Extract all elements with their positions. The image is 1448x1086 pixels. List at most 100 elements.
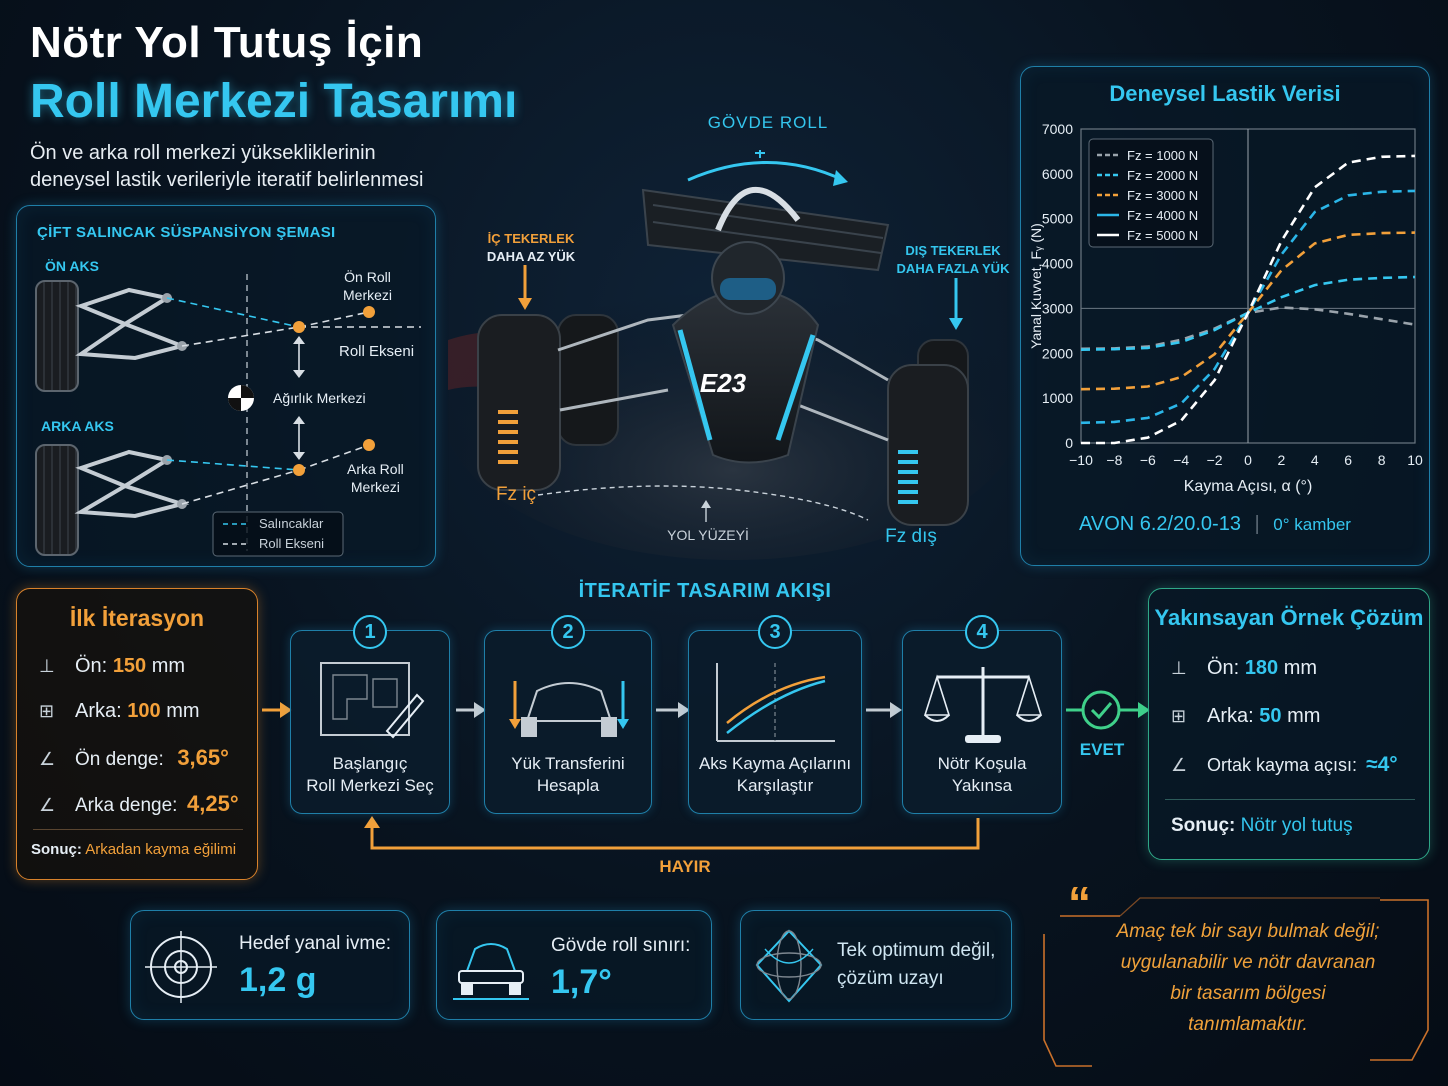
race-car-illustration: GÖVDE ROLL İÇ TEKERLEK DAHA AZ YÜK DIŞ T… xyxy=(448,114,1018,560)
step-2-line1: Yük Transferini xyxy=(511,754,625,773)
iteration-front-row: ⊥Ön: 150 mm xyxy=(39,655,185,678)
front-rc-line1: Ön Roll xyxy=(344,269,391,285)
flow-step-2: 2 Yük Transferini Hesapla xyxy=(484,615,652,814)
camber-label: 0° kamber xyxy=(1273,515,1351,534)
solution-slip-value: ≈4° xyxy=(1366,753,1398,776)
solution-rear-unit: mm xyxy=(1287,705,1321,727)
solution-front-label: Ön: xyxy=(1207,657,1240,679)
y-tick-label: 7000 xyxy=(1042,121,1073,137)
rear-axle-label: ARKA AKS xyxy=(41,418,114,434)
inner-wheel-line1: İÇ TEKERLEK xyxy=(487,231,575,246)
front-roll-center-label: Ön Roll Merkezi xyxy=(343,268,392,304)
page-title-line2: Roll Merkezi Tasarımı xyxy=(30,75,518,128)
inner-wheel-line2: DAHA AZ YÜK xyxy=(486,249,576,264)
load-transfer-icon xyxy=(509,681,629,737)
subtitle-line1: Ön ve arka roll merkezi yüksekliklerinin xyxy=(30,142,376,164)
step-1-line1: Başlangıç xyxy=(332,754,408,773)
step-2-number: 2 xyxy=(551,615,585,649)
lateral-accel-card: Hedef yanal ivme: 1,2 g xyxy=(130,910,410,1020)
x-axis-label: Kayma Açısı, α (°) xyxy=(1184,478,1313,495)
x-tick-label: −2 xyxy=(1207,452,1223,468)
tire-model-label: AVON 6.2/20.0-13 xyxy=(1079,513,1241,535)
y-tick-label: 5000 xyxy=(1042,211,1073,227)
front-tire-icon xyxy=(35,280,79,392)
race-car-svg xyxy=(448,150,1018,560)
solution-rear-label: Arka: xyxy=(1207,705,1254,727)
legend-label-2: Fz = 2000 N xyxy=(1127,168,1198,183)
solution-space-card: Tek optimum değil, çözüm uzayı xyxy=(740,910,1012,1020)
legend-label-4: Fz = 4000 N xyxy=(1127,208,1198,223)
y-tick-label: 0 xyxy=(1065,435,1073,451)
angle-icon: ∠ xyxy=(39,795,56,815)
flow-step-4: 4 Nötr Koşula Yakınsa xyxy=(902,615,1062,814)
iteration-front-balance-label: Ön denge: xyxy=(75,749,164,770)
step-4-line2: Yakınsa xyxy=(951,776,1013,795)
lateral-accel-label: Hedef yanal ivme: xyxy=(239,933,392,954)
iteration-result-label: Sonuç: xyxy=(31,841,82,858)
slip-angle-chart-icon xyxy=(716,663,835,742)
x-tick-label: 0 xyxy=(1244,452,1252,468)
flow-title: İTERATİF TASARIM AKIŞI xyxy=(578,580,832,602)
quote-line1: Amaç tek bir sayı bulmak değil; xyxy=(1116,921,1380,942)
iteration-rear-row: ⊞Arka: 100 mm xyxy=(39,700,200,723)
y-tick-label: 3000 xyxy=(1042,300,1073,316)
solution-space-line2: çözüm uzayı xyxy=(837,968,944,989)
blueprint-icon xyxy=(320,662,425,739)
step-4-number: 4 xyxy=(965,615,999,649)
legend-label-1: Fz = 1000 N xyxy=(1127,148,1198,163)
step-1-line2: Roll Merkezi Seç xyxy=(306,776,434,795)
solution-rear-row: ⊞ Arka: 50 mm xyxy=(1171,705,1320,728)
rear-suspension-icon: ⊞ xyxy=(1171,706,1187,726)
legend-label-5: Fz = 5000 N xyxy=(1127,228,1198,243)
solution-divider xyxy=(1165,799,1415,800)
lateral-accel-value: 1,2 g xyxy=(239,961,317,999)
inner-wheel-label: İÇ TEKERLEK DAHA AZ YÜK xyxy=(476,230,586,266)
solution-title: Yakınsayan Örnek Çözüm xyxy=(1154,605,1424,630)
iteration-title: İlk İterasyon xyxy=(69,605,205,631)
iteration-result-value: Arkadan kayma eğilimi xyxy=(85,841,237,858)
balance-scale-icon xyxy=(923,667,1043,743)
solution-front-value: 180 xyxy=(1244,657,1279,679)
rear-tire-icon xyxy=(35,444,79,556)
solution-slip-label: Ortak kayma açısı: xyxy=(1207,755,1358,775)
body-roll-limit-label: Gövde roll sınırı: xyxy=(551,935,691,956)
solution-rear-value: 50 xyxy=(1259,705,1282,727)
page-title-line1: Nötr Yol Tutuş İçin xyxy=(30,18,424,67)
iteration-rear-unit: mm xyxy=(166,700,200,722)
solution-front-row: ⊥Ön: 180 mm xyxy=(1171,657,1317,680)
step-4-line1: Nötr Koşula xyxy=(937,754,1027,773)
iteration-divider xyxy=(33,829,243,830)
cg-label: Ağırlık Merkezi xyxy=(273,390,366,406)
step-1-number: 1 xyxy=(353,615,387,649)
chart-footer: AVON 6.2/20.0-13 | 0° kamber xyxy=(1079,513,1351,535)
angle-icon: ∠ xyxy=(39,749,56,769)
y-tick-label: 6000 xyxy=(1042,166,1073,182)
yes-label: EVET xyxy=(1079,740,1125,759)
roll-axis-label: Roll Ekseni xyxy=(339,343,415,360)
quote-frame xyxy=(1043,897,1429,1067)
x-tick-label: −4 xyxy=(1173,452,1189,468)
iteration-rear-balance-row: ∠Arka denge: 4,25° xyxy=(39,791,239,817)
target-icon xyxy=(145,931,217,1003)
y-tick-label: 2000 xyxy=(1042,345,1073,361)
solution-space-icon xyxy=(755,929,823,1003)
converged-solution-card: Yakınsayan Örnek Çözüm ⊥Ön: 180 mm ⊞ Arka… xyxy=(1148,588,1430,860)
no-label: HAYIR xyxy=(659,857,711,876)
quote-line2: uygulanabilir ve nötr davranan xyxy=(1120,952,1376,973)
step-2-label: Yük Transferini Hesapla xyxy=(485,753,651,797)
solution-result-row: Sonuç: Nötr yol tutuş xyxy=(1171,815,1353,837)
page-subtitle: Ön ve arka roll merkezi yüksekliklerinin… xyxy=(30,140,470,194)
first-iteration-card: İlk İterasyon ⊥Ön: 150 mm ⊞Arka: 100 mm … xyxy=(16,588,258,880)
iteration-front-value: 150 xyxy=(112,655,147,677)
step-3-label: Aks Kayma Açılarını Karşılaştır xyxy=(689,753,861,797)
legend-box xyxy=(1088,138,1214,248)
legend-label-3: Fz = 3000 N xyxy=(1127,188,1198,203)
quote-mark-icon: “ xyxy=(1068,877,1091,929)
iteration-rear-balance-label: Arka denge: xyxy=(75,795,178,816)
iteration-front-balance-row: ∠Ön denge: 3,65° xyxy=(39,745,229,771)
x-tick-label: −6 xyxy=(1140,452,1156,468)
fz-inner-label: Fz iç xyxy=(495,484,537,505)
front-rc-line2: Merkezi xyxy=(343,287,393,303)
